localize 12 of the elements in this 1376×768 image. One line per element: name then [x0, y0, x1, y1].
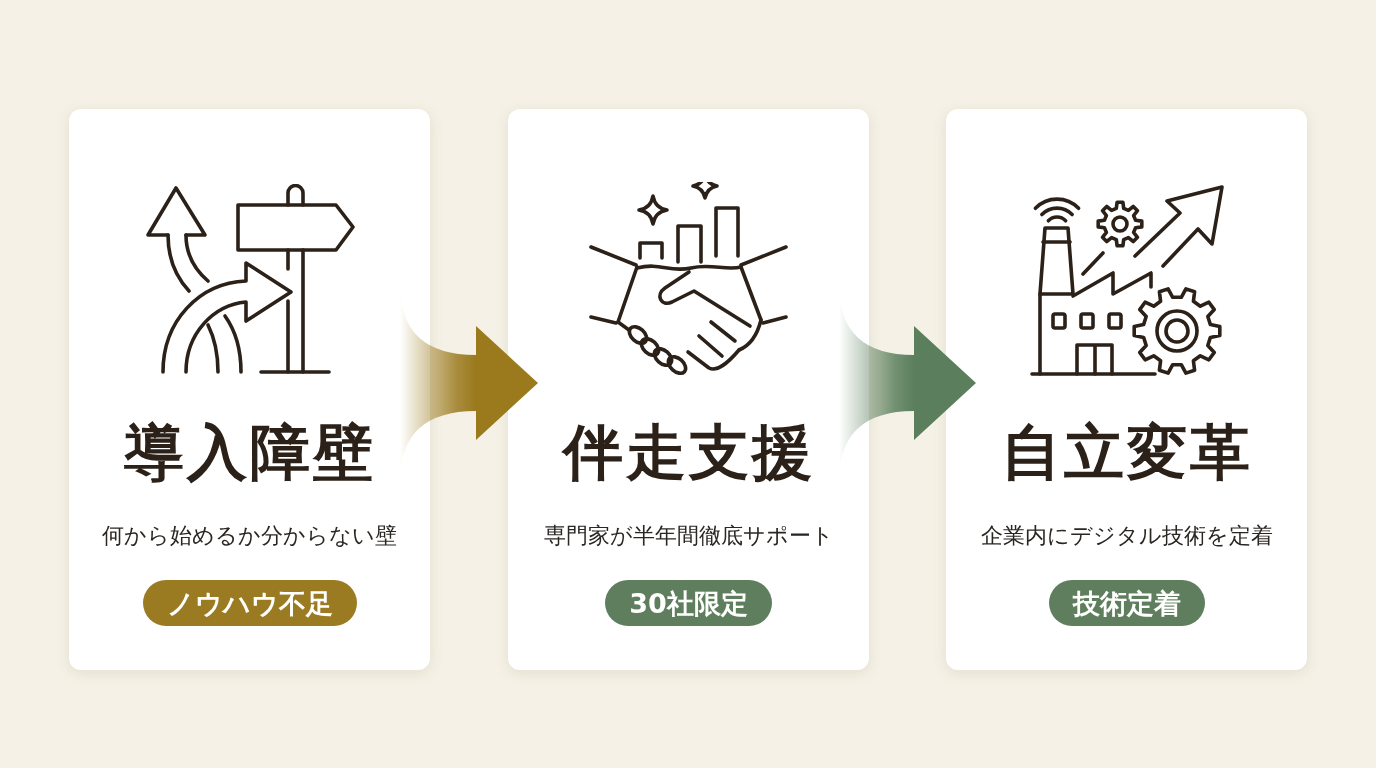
- step-title: 伴走支援: [562, 416, 815, 488]
- step-card: [69, 109, 430, 670]
- step-card: [508, 109, 869, 670]
- step-card: [946, 109, 1307, 670]
- step-title: 導入障壁: [123, 416, 376, 488]
- highlight-tag: 30社限定: [605, 580, 772, 626]
- step-description: 企業内にデジタル技術を定着: [980, 522, 1273, 550]
- step-title: 自立変革: [1000, 416, 1253, 488]
- highlight-tag: 技術定着: [1048, 580, 1205, 626]
- step-description: 何から始めるか分からない壁: [102, 522, 397, 550]
- step-description: 専門家が半年間徹底サポート: [543, 522, 834, 550]
- highlight-tag: ノウハウ不足: [142, 580, 357, 626]
